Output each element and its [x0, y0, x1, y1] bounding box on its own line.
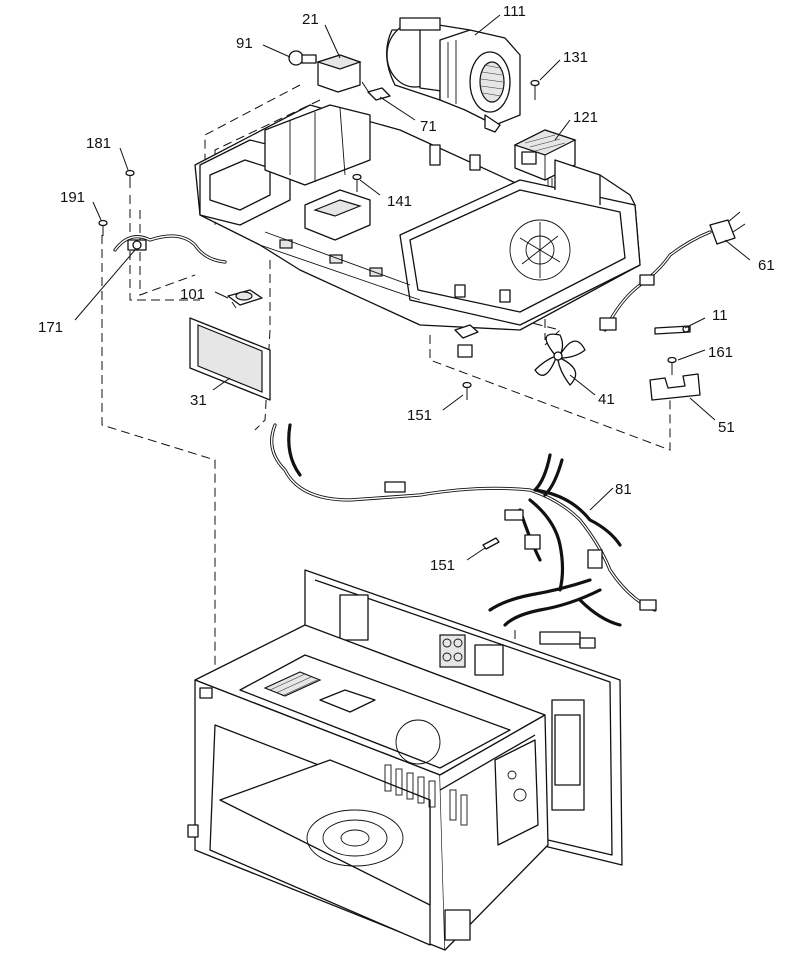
- callout-51: 51: [718, 419, 735, 436]
- callout-101: 101: [180, 286, 205, 303]
- lamp-socket-group: [288, 50, 391, 101]
- callout-21: 21: [302, 11, 319, 28]
- screw-181: [125, 169, 135, 188]
- screw-161: [667, 356, 677, 375]
- callout-81: 81: [615, 481, 632, 498]
- latch-11: [654, 325, 691, 335]
- callout-91: 91: [236, 35, 253, 52]
- screw-191: [98, 219, 108, 236]
- screw-151-upper: [457, 344, 473, 400]
- callout-111: 111: [503, 3, 526, 20]
- callout-171: 171: [38, 319, 63, 336]
- callout-181: 181: [86, 135, 111, 152]
- filter-31: [189, 317, 271, 401]
- callout-labels: 21 111 91 131 71 121 181 141 191 61 171 …: [38, 3, 775, 574]
- callout-141: 141: [387, 193, 412, 210]
- callout-41: 41: [598, 391, 615, 408]
- callout-191: 191: [60, 189, 85, 206]
- callout-151-lower: 151: [430, 557, 455, 574]
- screw-141: [352, 173, 362, 192]
- callout-31: 31: [190, 392, 207, 409]
- power-cord-61: [599, 211, 746, 332]
- callout-leaders: [74, 14, 751, 561]
- callout-11: 11: [712, 307, 728, 324]
- bracket-51: [649, 373, 701, 401]
- callout-61: 61: [758, 257, 775, 274]
- thermal-cutout-171: [113, 234, 227, 264]
- base-plate: [194, 104, 641, 339]
- callout-161: 161: [708, 344, 733, 361]
- callout-71: 71: [420, 118, 437, 135]
- oven-cavity-chassis: [187, 569, 623, 951]
- callout-131: 131: [563, 49, 588, 66]
- screw-131: [530, 79, 540, 100]
- thermostat-101: [227, 289, 263, 309]
- callout-121: 121: [573, 109, 598, 126]
- wire-harness-81: [270, 423, 657, 649]
- screw-151-lower: [482, 537, 500, 550]
- fan-blade-41: [534, 333, 586, 386]
- callout-151-upper: 151: [407, 407, 432, 424]
- blower-assembly-111: [386, 17, 521, 133]
